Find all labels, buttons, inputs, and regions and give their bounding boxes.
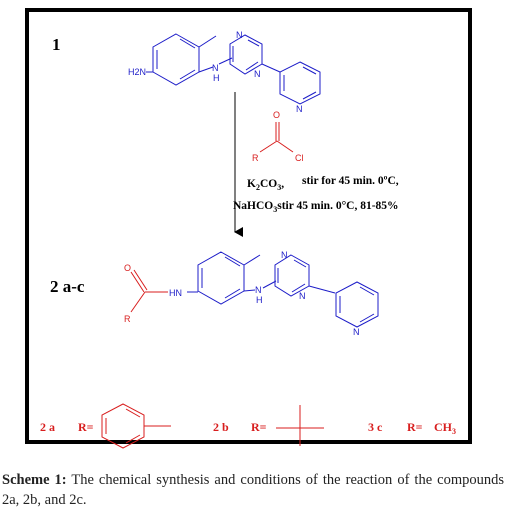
compound-1-label: 1 [52, 35, 61, 54]
methyl-label: CH3 [434, 420, 456, 436]
product-o-label: O [124, 263, 131, 273]
substituent-b-r: R= [251, 420, 267, 434]
substituent-b-label: 2 b [213, 420, 229, 434]
reaction-scheme: 1 2 a-c H2N N N N H N O R Cl [25, 8, 472, 449]
compound-2-structure [130, 251, 379, 328]
conditions-line-1: K2CO3, stir for 45 min. 0ºC, [247, 175, 399, 192]
amine-n-label: N [212, 63, 219, 73]
scheme-caption: Scheme 1: The chemical synthesis and con… [2, 470, 504, 510]
reagent-o-label: O [273, 110, 280, 120]
compound-2-label: 2 a-c [50, 277, 85, 296]
conditions-line-2: NaHCO3stir 45 min. 0°C, 81-85% [233, 200, 399, 214]
acyl-chloride-reagent [259, 122, 294, 153]
product-pyrimidine-n-top: N [281, 250, 288, 260]
pyrimidine-n-top: N [236, 30, 243, 40]
substituent-c-label: 3 c [368, 420, 383, 434]
pyrimidine-n-bottom: N [254, 69, 261, 79]
product-pyrimidine-n-bottom: N [299, 291, 306, 301]
product-pyridine-n-label: N [353, 327, 360, 337]
reagent-cl-label: Cl [295, 153, 304, 163]
substituent-a-label: 2 a [40, 420, 55, 434]
caption-lead: Scheme 1: [2, 472, 67, 488]
nh2-label: H2N [128, 67, 146, 77]
substituent-c-r: R= [407, 420, 423, 434]
caption-body: The chemical synthesis and conditions of… [2, 472, 504, 508]
product-amine-h-label: H [256, 295, 263, 305]
product-hn-label: HN [169, 288, 182, 298]
reagent-r-label: R [252, 153, 259, 163]
amine-h-label: H [213, 73, 220, 83]
substituent-a-r: R= [78, 420, 94, 434]
pyridine-n-label: N [296, 104, 303, 114]
product-r-label: R [124, 314, 131, 324]
tert-butyl-structure [276, 405, 324, 446]
phenyl-structure [101, 403, 171, 449]
scheme-frame [25, 8, 472, 444]
compound-1-structure [146, 33, 321, 105]
product-amine-n-label: N [255, 285, 262, 295]
